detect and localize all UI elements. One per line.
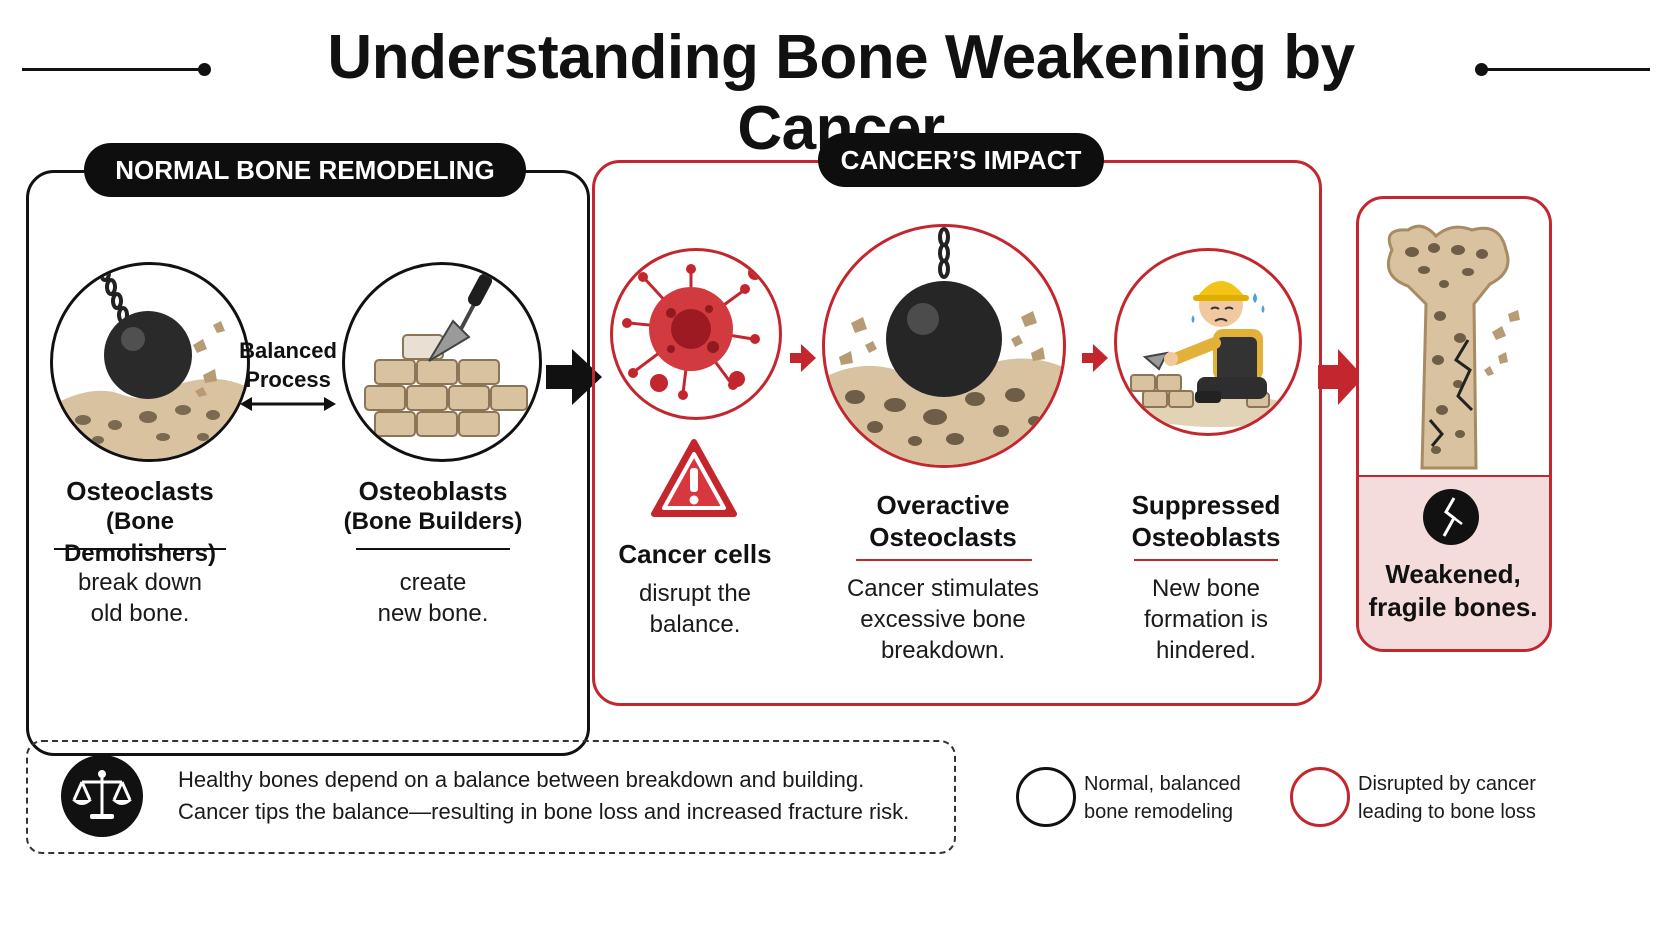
crack-icon [1423,489,1479,545]
wrecking-ball-icon [53,265,247,459]
osteoclast-circle [50,262,250,462]
suppressed-osteoblasts-name: Suppressed Osteoblasts [1131,490,1281,552]
osteoclasts-rule [54,548,226,550]
legend-normal-swatch [1016,767,1076,827]
osteoblasts-name: Osteoblasts [358,476,508,506]
title-rule-right [1485,68,1650,71]
overactive-osteoclasts-desc: Cancer stimulates excessive bone breakdo… [846,575,1040,664]
osteoclasts-name: Osteoclasts [66,476,214,506]
suppressed-rule [1134,559,1278,561]
legend-normal-text: Normal, balanced bone remodeling [1084,773,1241,823]
summary-box [26,740,956,854]
wrecking-ball-icon [825,227,1063,465]
cancer-cell-circle [610,248,782,420]
cancer-cells-desc: disrupt the balance. [638,580,752,638]
page-title: Understanding Bone Weakening by Cancer [327,23,1355,163]
suppressed-osteoblasts-desc: New bone formation is hindered. [1143,575,1269,664]
bone-icon [1387,224,1520,470]
balanced-process-label: Balanced Process [239,338,337,392]
red-arrow-icon [790,344,816,372]
cancer-impact-header: CANCER’S IMPACT [818,133,1104,187]
warning-icon [651,439,737,517]
red-arrow-icon [1082,344,1108,372]
suppressed-osteoblast-circle [1114,248,1302,436]
scales-icon [61,755,143,837]
transition-arrow-red-icon [1318,349,1364,405]
title-rule-left [22,68,202,71]
cancer-cells-name: Cancer cells [618,539,772,569]
title-dot-left [198,63,211,76]
title-dot-right [1475,63,1488,76]
transition-arrow-black-icon [546,349,602,405]
osteoclasts-role: (Bone Demolishers) [63,508,217,567]
overactive-osteoclast-circle [822,224,1066,468]
result-label: Weakened, fragile bones. [1368,559,1538,622]
overactive-osteoclasts-name: Overactive Osteoclasts [869,490,1017,552]
summary-text: Healthy bones depend on a balance betwee… [178,767,910,824]
osteoblasts-rule [356,548,510,550]
osteoblast-circle [342,262,542,462]
overactive-rule [856,559,1032,561]
cancer-cell-icon [622,264,762,400]
osteoclasts-desc: break down old bone. [77,569,203,627]
osteoblasts-desc: create new bone. [377,569,489,627]
normal-remodeling-panel [26,170,590,756]
trowel-icon [364,273,528,437]
worker-icon [1130,281,1297,427]
osteoblasts-role: (Bone Builders) [343,508,523,535]
legend-cancer-swatch [1290,767,1350,827]
normal-remodeling-header: NORMAL BONE REMODELING [84,143,526,197]
legend-cancer-text: Disrupted by cancer leading to bone loss [1358,773,1536,823]
double-arrow-icon [240,397,336,411]
